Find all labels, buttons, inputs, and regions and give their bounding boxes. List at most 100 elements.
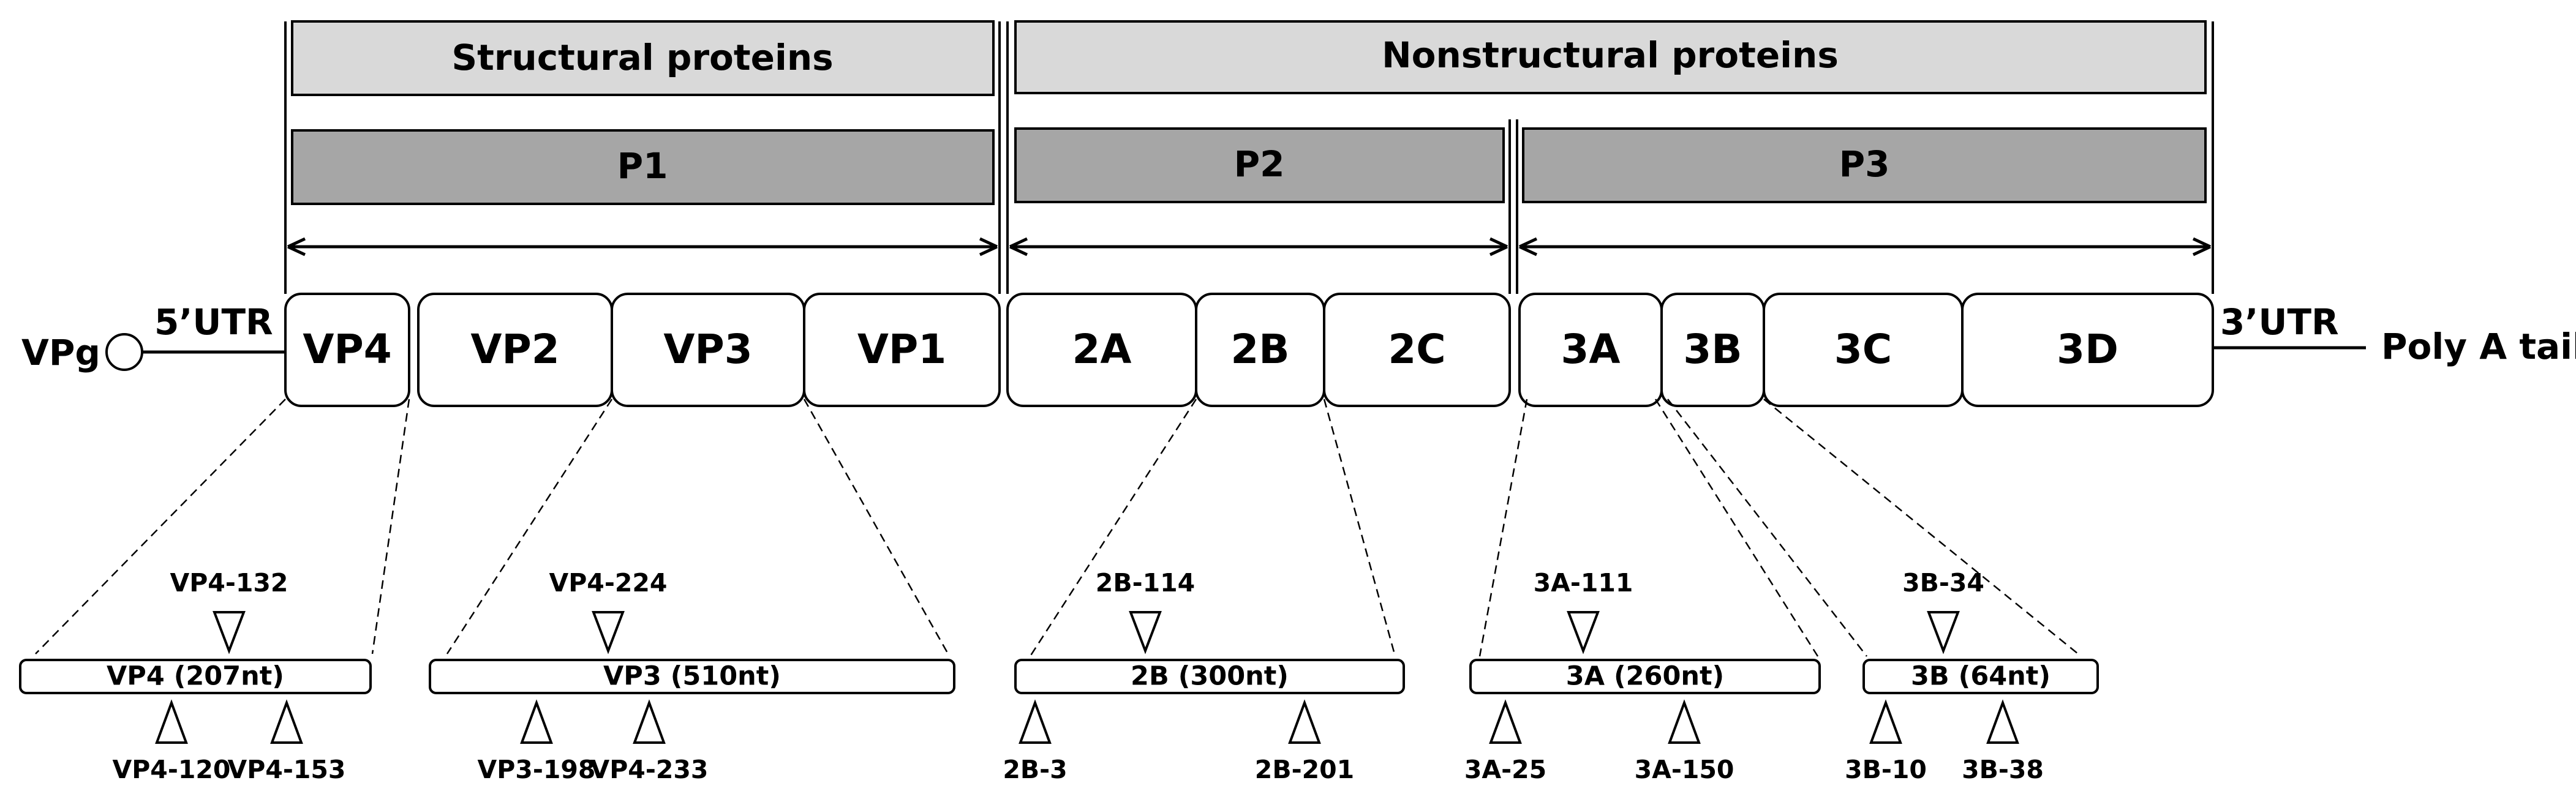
utr5-label: 5’UTR <box>154 301 273 343</box>
segment-vp4: VP4 <box>284 293 410 407</box>
segment-3c: 3C <box>1763 293 1964 407</box>
marker-down-triangle-icon <box>213 611 246 654</box>
zoom-line-2b-left <box>1029 399 1197 657</box>
segment-label-vp4: VP4 <box>303 326 391 373</box>
segment-label-2a: 2A <box>1072 326 1131 373</box>
precursor-p1: P1 <box>291 129 995 205</box>
segment-label-3c: 3C <box>1834 326 1892 373</box>
marker-up-triangle-icon <box>155 699 188 744</box>
marker-label-3a-150: 3A-150 <box>1635 755 1734 784</box>
marker-up-triangle-icon <box>270 699 303 744</box>
precursor-p3-label: P3 <box>1839 143 1890 185</box>
marker-down-triangle-icon <box>1567 611 1600 654</box>
marker-up-triangle-icon <box>1986 699 2019 744</box>
marker-label-3b-38: 3B-38 <box>1962 755 2044 784</box>
zoom-line-vp3-right <box>803 399 949 654</box>
marker-up-triangle-icon <box>1288 699 1321 744</box>
zoom-bar-box-3b <box>1862 659 2099 694</box>
segment-label-vp3: VP3 <box>663 326 752 373</box>
marker-label-2b-114: 2B-114 <box>1096 568 1195 598</box>
marker-up-triangle-icon <box>633 699 666 744</box>
marker-up-triangle-icon <box>520 699 553 744</box>
zoom-bar-3b: 3B (64nt) 3B-34 3B-10 3B-38 <box>1845 568 2099 784</box>
marker-label-2b-3: 2B-3 <box>1003 755 1067 784</box>
segment-box-vp1 <box>803 293 1001 407</box>
span-arrow-p2 <box>1009 237 1508 257</box>
marker-label-3a-25: 3A-25 <box>1464 755 1546 784</box>
polya-label: Poly A tail <box>2381 326 2576 367</box>
segment-label-vp1: VP1 <box>857 326 946 373</box>
precursor-p2-label: P2 <box>1234 143 1285 185</box>
vpg-label: VPg <box>21 332 100 373</box>
zoom-line-2b-right <box>1323 399 1396 657</box>
segment-2a: 2A <box>1006 293 1197 407</box>
segment-vp1: VP1 <box>803 293 1001 407</box>
marker-label-2b-201: 2B-201 <box>1255 755 1354 784</box>
segment-2b: 2B <box>1195 293 1325 407</box>
marker-label-vp4-153: VP4-153 <box>228 755 346 784</box>
span-arrows <box>287 237 2212 257</box>
span-arrow-p1 <box>287 237 998 257</box>
segment-3d: 3D <box>1961 293 2214 407</box>
zoom-line-3b-left <box>1667 399 1867 657</box>
segment-label-3d: 3D <box>2057 326 2118 373</box>
precursor-p3-box <box>1522 127 2207 203</box>
marker-label-vp4-233: VP4-233 <box>590 755 709 784</box>
marker-down-triangle-icon <box>592 611 625 654</box>
header-nonstructural-label: Nonstructural proteins <box>1382 34 1839 76</box>
zoom-bar-label-2b: 2B (300nt) <box>1131 661 1289 692</box>
segment-label-3b: 3B <box>1683 326 1742 373</box>
zoom-bar-label-3b: 3B (64nt) <box>1911 661 2051 692</box>
marker-up-triangle-icon <box>1489 699 1522 744</box>
zoom-bar-box-vp4 <box>19 659 372 694</box>
zoom-line-3b-right <box>1763 399 2082 657</box>
segment-2c: 2C <box>1323 293 1511 407</box>
marker-label-vp4-224: VP4-224 <box>549 568 668 598</box>
segment-3a: 3A <box>1518 293 1663 407</box>
header-structural-box <box>291 20 995 96</box>
segment-box-vp4 <box>284 293 410 407</box>
marker-down-triangle-icon <box>1129 611 1162 654</box>
header-nonstructural-box <box>1014 20 2207 94</box>
marker-label-3b-10: 3B-10 <box>1845 755 1927 784</box>
header-nonstructural: Nonstructural proteins <box>1014 20 2207 94</box>
header-structural-label: Structural proteins <box>451 37 833 78</box>
zoom-bar-label-vp3: VP3 (510nt) <box>603 661 781 692</box>
zoom-line-vp3-left <box>446 399 613 654</box>
zoom-bar-box-vp3 <box>429 659 955 694</box>
segment-vp2: VP2 <box>417 293 613 407</box>
segment-label-2b: 2B <box>1230 326 1289 373</box>
marker-up-triangle-icon <box>1869 699 1902 744</box>
segment-label-2c: 2C <box>1388 326 1445 373</box>
segment-label-vp2: VP2 <box>470 326 559 373</box>
vpg-circle-icon <box>105 333 143 371</box>
zoom-line-3a-right <box>1654 399 1819 657</box>
zoom-line-3a-left <box>1478 399 1528 657</box>
segment-3b: 3B <box>1660 293 1765 407</box>
utr3-label: 3’UTR <box>2220 301 2339 343</box>
genome-line: VPg 5’UTR 3’UTR Poly A tail <box>21 301 2576 373</box>
zoom-line-vp4-right <box>371 399 410 654</box>
zoom-bar-2b: 2B (300nt) 2B-114 2B-3 2B-201 <box>1003 568 1405 784</box>
marker-label-vp3-198: VP3-198 <box>478 755 596 784</box>
segment-vp3: VP3 <box>611 293 805 407</box>
span-arrow-p3 <box>1518 237 2212 257</box>
segment-label-3a: 3A <box>1561 326 1620 373</box>
marker-up-triangle-icon <box>1019 699 1052 744</box>
marker-up-triangle-icon <box>1668 699 1701 744</box>
zoom-bar-box-3a <box>1469 659 1821 694</box>
zoom-lines <box>35 399 2082 657</box>
marker-down-triangle-icon <box>1927 611 1960 654</box>
marker-label-3b-34: 3B-34 <box>1902 568 1984 598</box>
genome-segments: VP4 VP2 VP3 VP1 2A 2B 2C 3A 3B 3C 3D <box>284 293 2214 407</box>
region-dividers <box>284 21 2214 294</box>
segment-box-3d <box>1961 293 2214 407</box>
zoom-bar-label-3a: 3A (260nt) <box>1566 661 1724 692</box>
marker-label-vp4-132: VP4-132 <box>170 568 288 598</box>
segment-box-2c <box>1323 293 1511 407</box>
